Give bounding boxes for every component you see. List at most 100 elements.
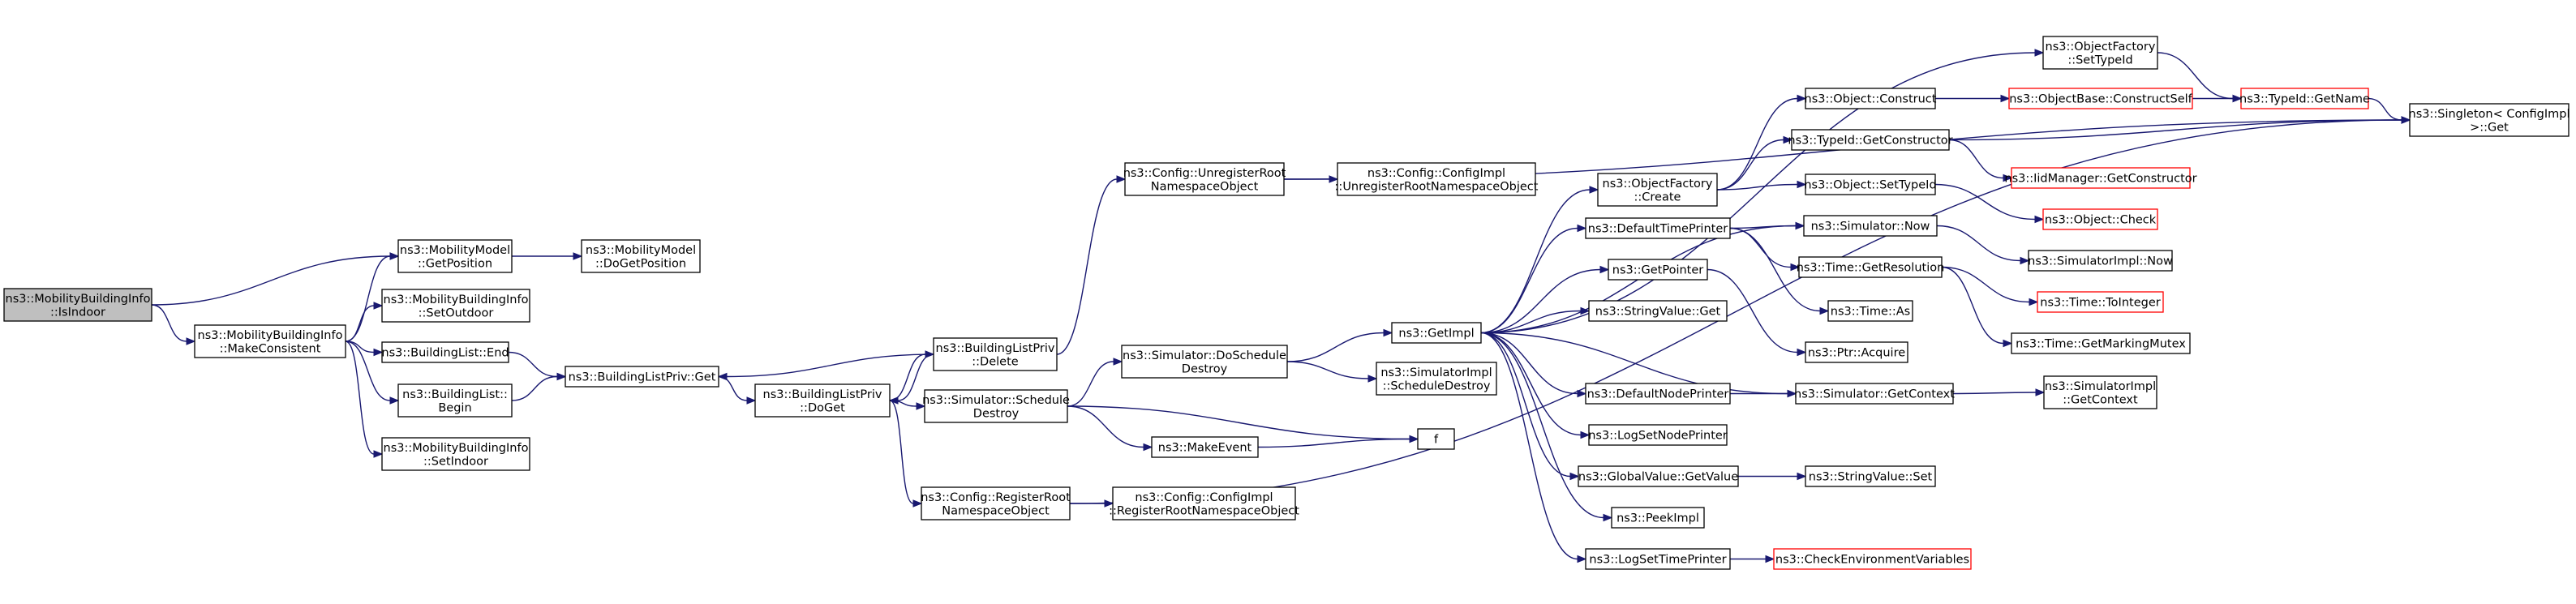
- node-box: [1337, 162, 1536, 196]
- node-peekimpl[interactable]: ns3::PeekImpl: [1611, 507, 1705, 529]
- edge-line: [897, 353, 934, 401]
- edge-makeevent-to-f: [1257, 435, 1419, 448]
- node-sim-getcontext[interactable]: ns3::Simulator::GetContext: [1794, 383, 1955, 405]
- node-object-settypeid[interactable]: ns3::Object::SetTypeId: [1804, 173, 1937, 195]
- node-label: ns3::Simulator::Now: [1811, 221, 1930, 233]
- node-root[interactable]: ns3::MobilityBuildingInfo::IsIndoor: [3, 288, 152, 322]
- node-mm-dogetposition[interactable]: ns3::MobilityModel::DoGetPosition: [581, 239, 701, 273]
- node-cfgimpl-unregister[interactable]: ns3::Config::ConfigImpl::UnregisterRootN…: [1335, 162, 1539, 196]
- node-box: [921, 486, 1071, 520]
- node-getpointer[interactable]: ns3::GetPointer: [1608, 259, 1708, 281]
- edge-arrowhead: [1790, 263, 1801, 272]
- node-label: ns3::StringValue::Set: [1809, 471, 1933, 484]
- edge-line: [1936, 225, 2021, 262]
- node-simimpl-now[interactable]: ns3::SimulatorImpl::Now: [2028, 250, 2173, 272]
- edges-layer: [151, 49, 2411, 563]
- node-ptr-acquire[interactable]: ns3::Ptr::Acquire: [1805, 341, 1908, 363]
- edge-blp-get-to-blp-doget: [718, 375, 757, 405]
- node-objfactory-settypeid[interactable]: ns3::ObjectFactory::SetTypeId: [2042, 36, 2158, 70]
- node-box: [1608, 259, 1708, 281]
- node-makeevent[interactable]: ns3::MakeEvent: [1151, 436, 1259, 458]
- edge-arrowhead: [1577, 224, 1587, 233]
- node-label: ::GetContext: [2063, 393, 2138, 406]
- edge-sim-doscheduledestroy-to-simimpl-scheduledestroy: [1286, 361, 1378, 383]
- node-time-tointeger[interactable]: ns3::Time::ToInteger: [2037, 291, 2164, 313]
- node-box: [1585, 383, 1731, 405]
- node-box: [1376, 362, 1497, 396]
- edge-arrowhead: [2020, 256, 2030, 265]
- node-label: ns3::ObjectFactory: [2046, 41, 2156, 54]
- node-simimpl-getcontext[interactable]: ns3::SimulatorImpl::GetContext: [2043, 375, 2157, 409]
- node-sim-scheduledestroy[interactable]: ns3::Simulator::ScheduleDestroy: [922, 389, 1070, 423]
- node-box: [397, 239, 513, 273]
- edge-arrowhead: [1797, 348, 1807, 357]
- node-label: f: [1434, 434, 1439, 447]
- node-time-getmarkingmutex[interactable]: ns3::Time::GetMarkingMutex: [2011, 332, 2191, 354]
- edge-line: [1067, 361, 1114, 407]
- node-box: [2042, 208, 2158, 230]
- edge-line: [2368, 97, 2402, 121]
- node-cfg-registerroot[interactable]: ns3::Config::RegisterRootNamespaceObject: [921, 486, 1071, 520]
- node-iidmanager-getconstructor[interactable]: ns3::IidManager::GetConstructor: [2004, 167, 2197, 189]
- node-simimpl-scheduledestroy[interactable]: ns3::SimulatorImpl::ScheduleDestroy: [1376, 362, 1497, 396]
- node-box: [397, 383, 513, 418]
- edge-line: [889, 400, 914, 504]
- edge-arrowhead: [1113, 358, 1123, 366]
- node-typeid-getconstructor[interactable]: ns3::TypeId::GetConstructor: [1788, 129, 1953, 151]
- node-box: [1585, 548, 1731, 570]
- node-box: [2028, 250, 2173, 272]
- edge-arrowhead: [1797, 94, 1807, 103]
- edge-arrowhead: [373, 348, 384, 357]
- node-box: [933, 337, 1058, 371]
- edge-arrowhead: [1383, 328, 1393, 337]
- node-getimpl[interactable]: ns3::GetImpl: [1391, 322, 1482, 344]
- node-makeconsistent[interactable]: ns3::MobilityBuildingInfo::MakeConsisten…: [194, 324, 346, 358]
- edge-arrowhead: [1143, 443, 1153, 452]
- node-checkenvvars[interactable]: ns3::CheckEnvironmentVariables: [1773, 548, 1972, 570]
- node-defaulttimeprinter[interactable]: ns3::DefaultTimePrinter: [1585, 217, 1731, 239]
- node-label: ns3::MobilityBuildingInfo: [384, 293, 529, 306]
- node-globalvalue-getvalue[interactable]: ns3::GlobalValue::GetValue: [1578, 465, 1739, 487]
- node-box: [565, 366, 719, 388]
- edge-bl-begin-to-blp-get: [511, 372, 567, 401]
- edge-line: [889, 353, 926, 401]
- node-singleton-get[interactable]: ns3::Singleton< ConfigImpl>::Get: [2409, 103, 2570, 137]
- edge-arrowhead: [2401, 116, 2411, 124]
- edge-sim-getcontext-to-simimpl-getcontext: [1952, 388, 2046, 396]
- node-box: [1597, 173, 1718, 207]
- node-setoutdoor[interactable]: ns3::MobilityBuildingInfo::SetOutdoor: [381, 289, 530, 323]
- node-stringvalue-set[interactable]: ns3::StringValue::Set: [1805, 465, 1936, 487]
- node-stringvalue-get[interactable]: ns3::StringValue::Get: [1588, 300, 1728, 322]
- node-logsetnodeprinter[interactable]: ns3::LogSetNodePrinter: [1588, 424, 1728, 446]
- node-object-construct[interactable]: ns3::Object::Construct: [1805, 88, 1937, 109]
- node-cfg-unregisterroot[interactable]: ns3::Config::UnregisterRootNamespaceObje…: [1123, 162, 1286, 196]
- edge-line: [1941, 266, 2030, 303]
- node-cfgimpl-register[interactable]: ns3::Config::ConfigImpl::RegisterRootNam…: [1109, 486, 1299, 520]
- edge-arrowhead: [2034, 215, 2045, 224]
- edge-makeconsistent-to-setindoor: [345, 341, 384, 458]
- node-box: [381, 341, 509, 363]
- node-box: [2011, 167, 2191, 189]
- node-bl-end[interactable]: ns3::BuildingList::End: [381, 341, 509, 363]
- node-objfactory-create[interactable]: ns3::ObjectFactory::Create: [1597, 173, 1718, 207]
- node-blp-delete[interactable]: ns3::BuildingListPriv::Delete: [933, 337, 1058, 371]
- node-defaultnodeprinter[interactable]: ns3::DefaultNodePrinter: [1585, 383, 1731, 405]
- node-bl-begin[interactable]: ns3::BuildingList::Begin: [397, 383, 513, 418]
- node-f[interactable]: f: [1417, 428, 1455, 450]
- node-blp-doget[interactable]: ns3::BuildingListPriv::DoGet: [754, 383, 891, 418]
- edge-arrowhead: [1409, 435, 1419, 443]
- node-sim-now[interactable]: ns3::Simulator::Now: [1803, 215, 1938, 237]
- edge-arrowhead: [1783, 135, 1793, 144]
- node-time-getresolution[interactable]: ns3::Time::GetResolution: [1797, 256, 1945, 278]
- node-objectbase-constructself[interactable]: ns3::ObjectBase::ConstructSelf: [2008, 88, 2193, 109]
- node-setindoor[interactable]: ns3::MobilityBuildingInfo::SetIndoor: [381, 437, 530, 471]
- node-label: ns3::DefaultTimePrinter: [1588, 223, 1728, 236]
- node-logsettimeprinter[interactable]: ns3::LogSetTimePrinter: [1585, 548, 1731, 570]
- node-object-check[interactable]: ns3::Object::Check: [2042, 208, 2158, 230]
- node-time-as[interactable]: ns3::Time::As: [1827, 300, 1913, 322]
- edge-line: [1480, 310, 1582, 334]
- node-blp-get[interactable]: ns3::BuildingListPriv::Get: [565, 366, 719, 388]
- node-typeid-getname[interactable]: ns3::TypeId::GetName: [2239, 88, 2370, 109]
- node-mm-getposition[interactable]: ns3::MobilityModel::GetPosition: [397, 239, 513, 273]
